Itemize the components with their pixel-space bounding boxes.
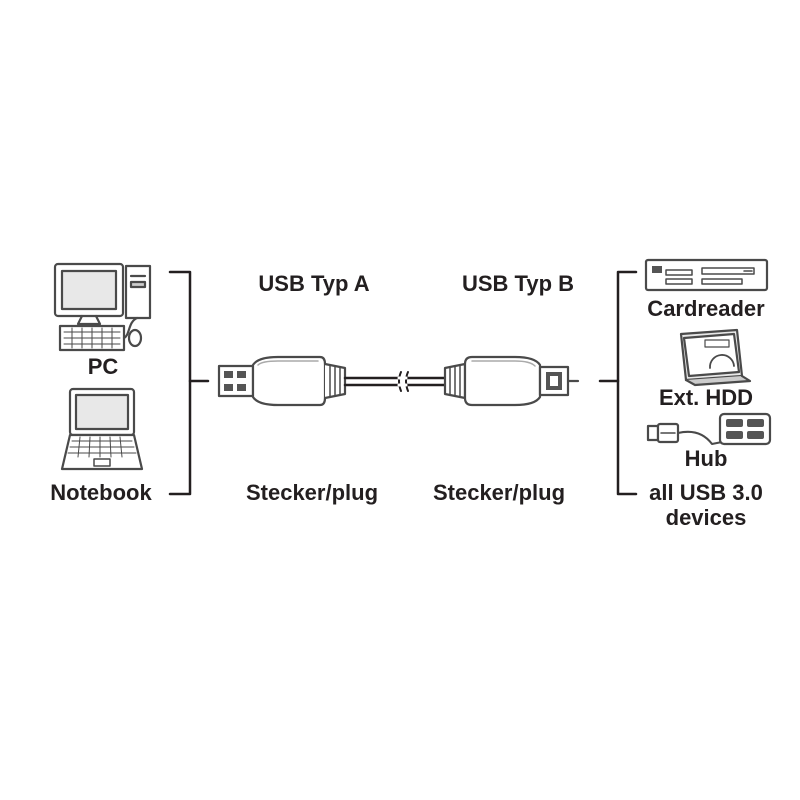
all-devices-line1: all USB 3.0 — [649, 480, 763, 505]
pc-icon — [53, 262, 152, 352]
cardreader-icon — [644, 258, 769, 292]
usb-type-b-label: USB Typ B — [461, 271, 575, 296]
hub-label: Hub — [684, 446, 728, 471]
usb-b-connector — [443, 355, 580, 407]
usb-type-a-label: USB Typ A — [258, 271, 370, 296]
notebook-icon — [60, 387, 144, 471]
cardreader-label: Cardreader — [647, 296, 765, 321]
right-bracket — [598, 270, 638, 496]
hdd-label: Ext. HDD — [658, 385, 754, 410]
pc-label: PC — [87, 354, 119, 379]
plug-b-label: Stecker/plug — [432, 480, 566, 505]
plug-a-label: Stecker/plug — [245, 480, 379, 505]
usb-a-connector — [217, 355, 347, 407]
hub-icon — [646, 412, 772, 446]
left-bracket — [168, 270, 210, 496]
hdd-icon — [679, 328, 752, 387]
notebook-label: Notebook — [50, 480, 152, 505]
cable — [343, 371, 447, 392]
all-devices-line2: devices — [665, 505, 747, 530]
